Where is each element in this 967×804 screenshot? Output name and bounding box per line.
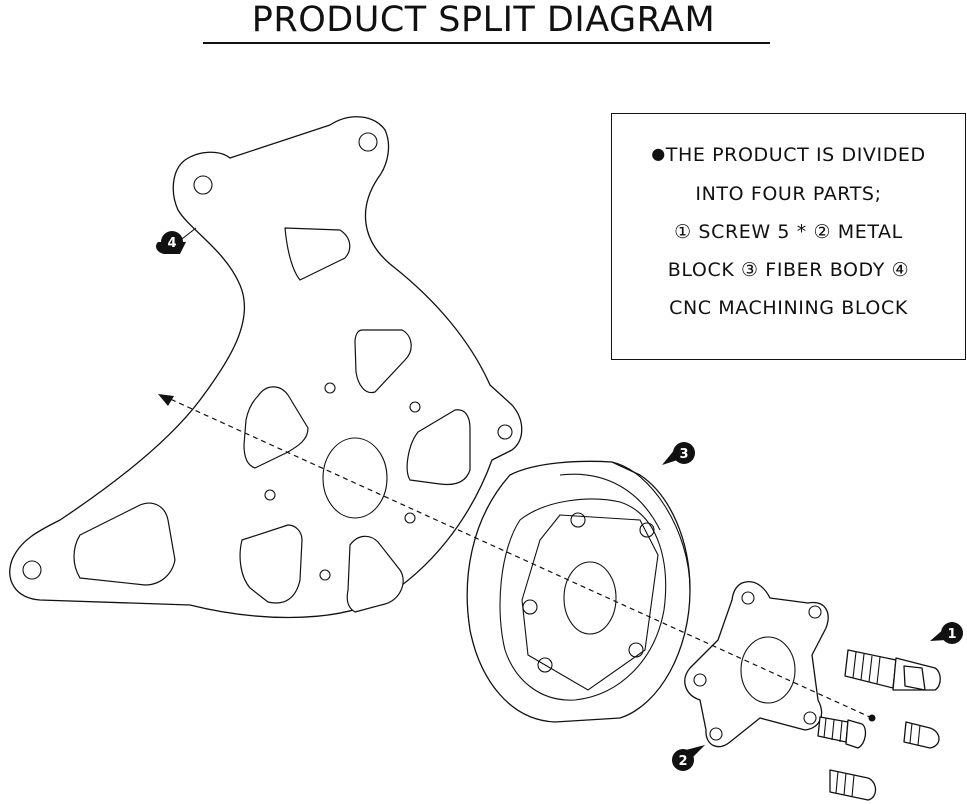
note-line-1: ●THE PRODUCT IS DIVIDED: [651, 144, 926, 166]
parts-note-box: ●THE PRODUCT IS DIVIDED INTO FOUR PARTS;…: [611, 113, 966, 360]
callout-badge-2: 2: [672, 745, 705, 771]
callout-badge-4: 4: [156, 227, 197, 254]
note-line-3: ① SCREW 5 * ② METAL: [674, 221, 903, 243]
page-title: PRODUCT SPLIT DIAGRAM: [251, 0, 716, 40]
note-line-4: BLOCK ③ FIBER BODY ④: [667, 259, 910, 281]
screw-2: [903, 665, 926, 691]
note-line-2: INTO FOUR PARTS;: [695, 183, 882, 205]
callout-badge-3: 3: [662, 442, 695, 465]
svg-text:2: 2: [678, 754, 687, 769]
assembly-axis-line: [158, 394, 876, 722]
bullet-icon: ●: [651, 144, 666, 163]
screw-3: [817, 716, 867, 749]
callout-badge-1: 1: [930, 622, 963, 644]
fiber-body-part: [466, 460, 691, 723]
metal-block-part: [684, 581, 829, 748]
title-underline: [203, 42, 770, 44]
cnc-machining-block-part: [9, 116, 523, 619]
svg-text:1: 1: [947, 627, 956, 642]
svg-text:3: 3: [679, 447, 688, 462]
screws-part: [817, 649, 941, 801]
screw-5: [829, 769, 877, 801]
screw-4: [903, 721, 940, 749]
note-line-5: CNC MACHINING BLOCK: [669, 297, 908, 319]
svg-text:4: 4: [167, 236, 176, 251]
screw-1: [844, 649, 941, 691]
